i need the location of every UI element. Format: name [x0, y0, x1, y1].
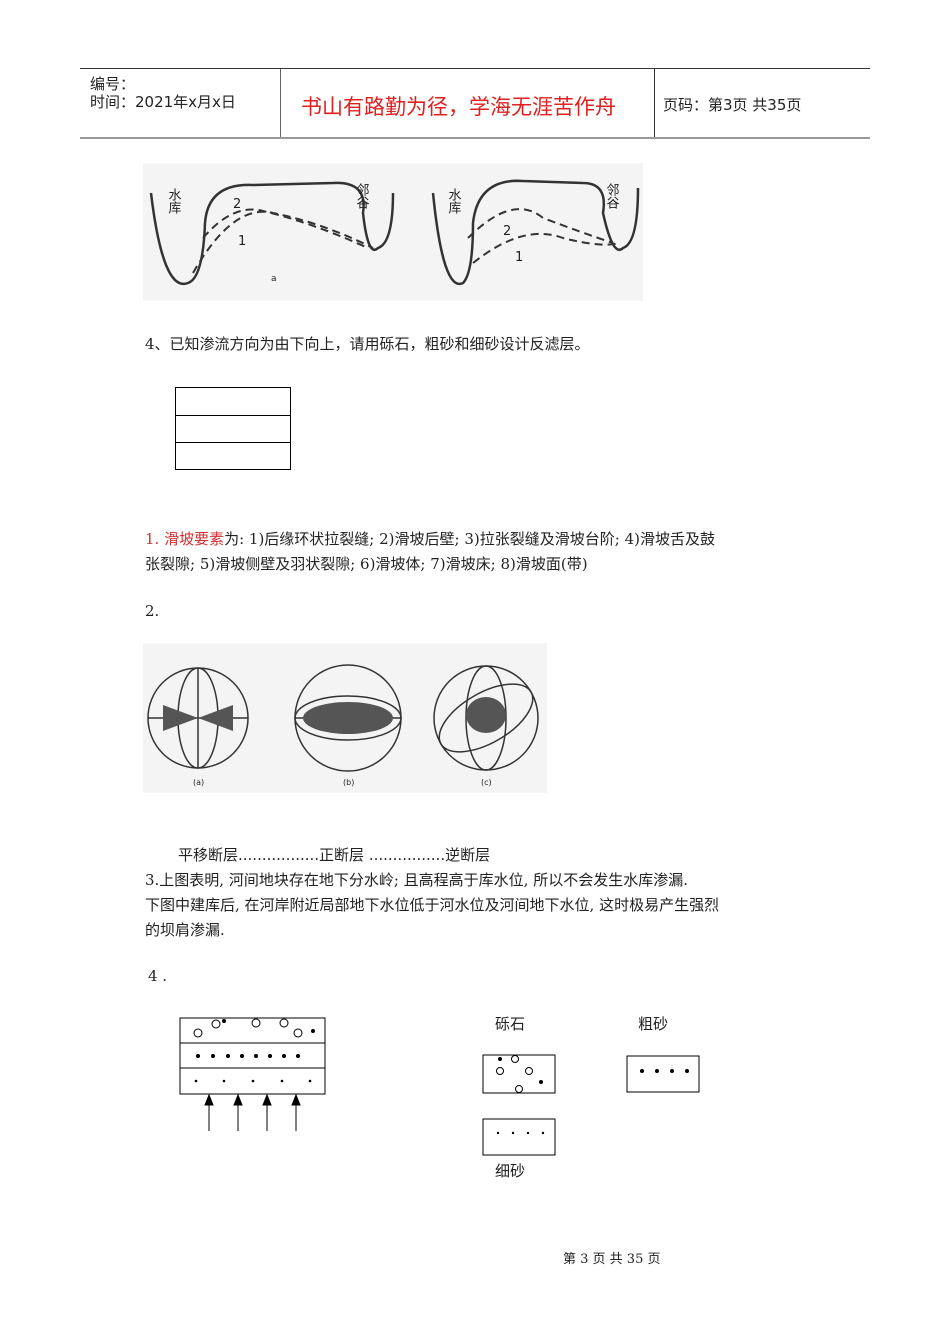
- fault-types: 平移断层.................正断层 ...............…: [178, 846, 491, 864]
- motto: 书山有路勤为径，学海无涯苦作舟: [301, 95, 616, 119]
- legend-gravel-label: 砾石: [495, 1015, 526, 1033]
- answer-1-line1: 1. 滑坡要素为: 1)后缘环状拉裂缝; 2)滑坡后壁; 3)拉张裂缝及滑坡台阶…: [145, 528, 715, 549]
- answer-2-label: 2.: [145, 602, 160, 620]
- water-table-2: [472, 232, 619, 264]
- answer-3-line1: 3.上图表明, 河间地块存在地下分水岭; 且高程高于库水位, 所以不会发生水库渗…: [145, 871, 688, 889]
- label-2: 2: [233, 197, 241, 212]
- seepage-arrows: [204, 1093, 301, 1131]
- label-reservoir: 水库: [166, 188, 182, 215]
- answer-1-text: 为: 1)后缘环状拉裂缝; 2)滑坡后壁; 3)拉张裂缝及滑坡台阶; 4)滑坡舌…: [224, 530, 715, 548]
- label-valley-b: 邻谷: [604, 183, 620, 209]
- terrain-b: [431, 179, 640, 286]
- legend-gravel-box: [482, 1054, 556, 1094]
- caption-a: (a): [193, 778, 204, 787]
- question-4: 4、已知渗流方向为由下向上，请用砾石，粗砂和细砂设计反滤层。: [145, 335, 590, 353]
- legend-fine-label: 细砂: [495, 1162, 526, 1180]
- answer-3-line3: 的坝肩渗漏.: [145, 921, 225, 939]
- legend-coarse-box: [626, 1055, 700, 1093]
- legend-coarse-label: 粗砂: [638, 1015, 669, 1033]
- label-1b: 1: [515, 250, 523, 265]
- date-label: 时间：2021年x月x日: [90, 93, 236, 111]
- label-2b: 2: [503, 224, 511, 239]
- answer-1-line2: 张裂隙; 5)滑坡侧壁及羽状裂隙; 6)滑坡体; 7)滑坡床; 8)滑坡面(带): [145, 555, 588, 573]
- label-reservoir-b: 水库: [446, 188, 462, 215]
- legend-fine-box: [482, 1118, 556, 1156]
- answer-3-line2: 下图中建库后, 在河岸附近局部地下水位低于河水位及河间地下水位, 这时极易产生强…: [145, 896, 720, 914]
- filter-layer-diagram: [179, 1017, 326, 1131]
- answer-4-label: 4 .: [148, 967, 168, 985]
- filter-layer-blank: [175, 387, 291, 470]
- number-label: 编号：: [90, 75, 136, 93]
- header-table: 编号： 时间：2021年x月x日 书山有路勤为径，学海无涯苦作舟 页码：第3页 …: [80, 68, 870, 139]
- page-label: 页码：第3页 共35页: [663, 96, 802, 114]
- caption-b: (b): [343, 778, 354, 787]
- figure-reservoir-leakage: 水库 邻谷 2 1 a 水库 邻谷 2 1: [143, 163, 643, 301]
- terrain-a: [149, 181, 395, 286]
- caption-a: a: [271, 274, 277, 284]
- answer-1-highlight: 1. 滑坡要素: [145, 530, 225, 548]
- label-valley: 邻谷: [354, 183, 370, 209]
- caption-c: (c): [481, 778, 492, 787]
- page-footer: 第 3 页 共 35 页: [563, 1252, 661, 1267]
- label-1: 1: [238, 234, 246, 249]
- figure-stereonets: (a) (b) (c): [143, 643, 547, 793]
